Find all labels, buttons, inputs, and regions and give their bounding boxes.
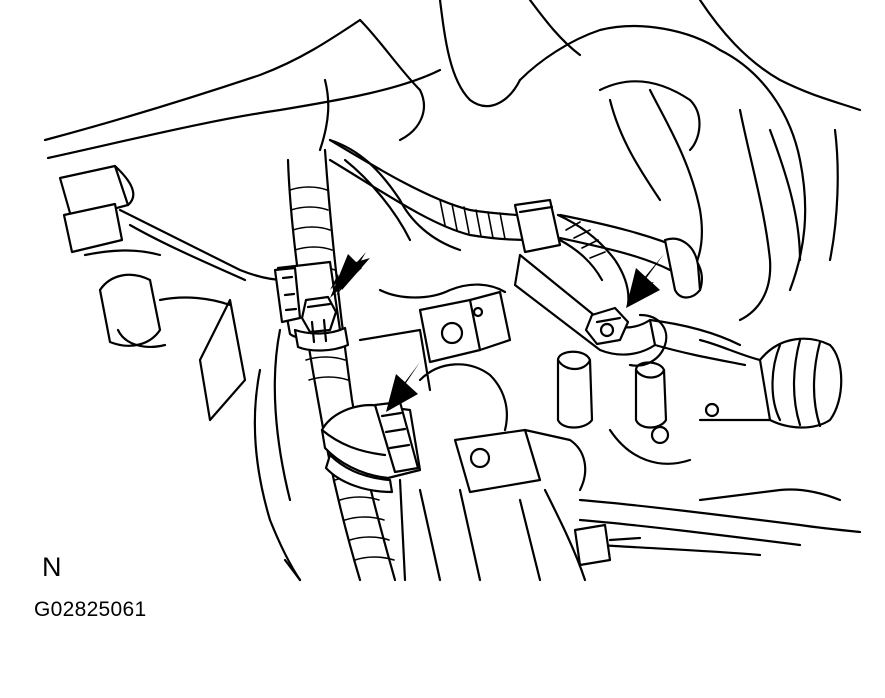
arrow-icon bbox=[626, 254, 664, 308]
figure-code: G02825061 bbox=[34, 598, 147, 621]
harness-clamp-upper bbox=[273, 260, 350, 352]
engine-background-lines bbox=[43, 0, 862, 582]
harness-bracket-right bbox=[513, 253, 747, 367]
view-label: N bbox=[42, 552, 62, 582]
arrow-icon bbox=[386, 362, 420, 412]
harness-clamp-lower bbox=[320, 400, 422, 494]
bolt-right bbox=[584, 306, 630, 346]
upper-wire-harness bbox=[328, 138, 703, 307]
bolt-upper-left bbox=[300, 295, 338, 344]
harness-clip-upper bbox=[513, 198, 562, 254]
arrow-icon bbox=[330, 252, 370, 298]
